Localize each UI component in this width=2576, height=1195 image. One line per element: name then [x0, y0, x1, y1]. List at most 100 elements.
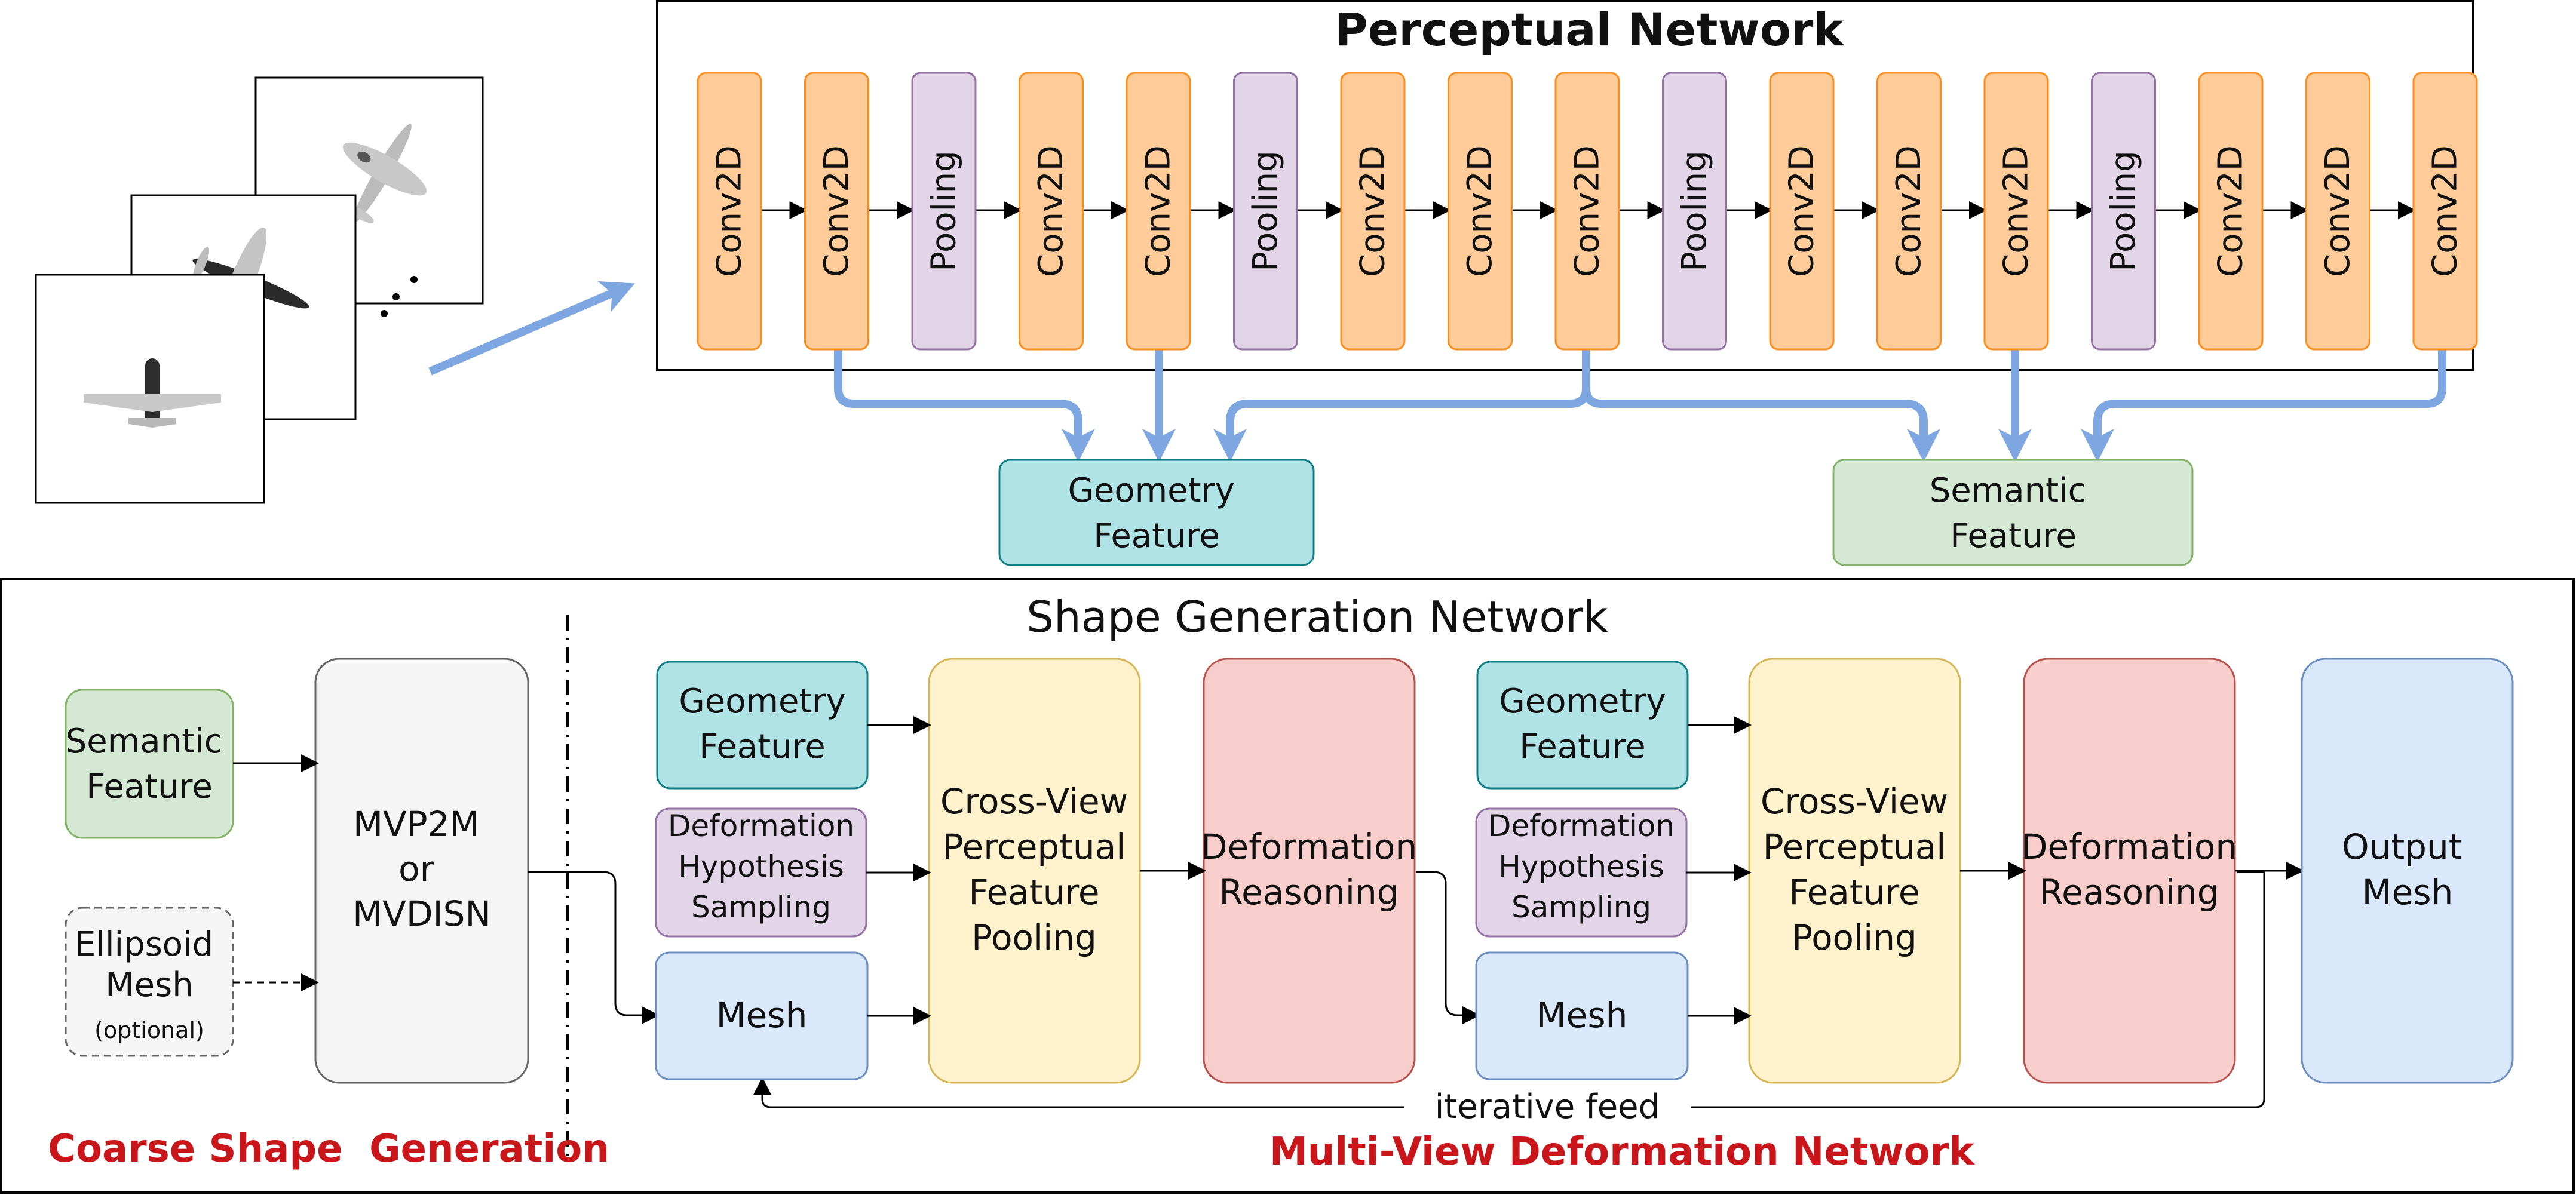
iterative-feed-label: iterative feed [1435, 1088, 1660, 1126]
mesh-label: Mesh [716, 995, 808, 1036]
semantic-feature-label: Semantic [1930, 471, 2087, 510]
conv2d-layer: Conv2D [2305, 72, 2370, 351]
hypothesis-sampling-label: Sampling [1511, 890, 1651, 924]
mesh-label: Mesh [1537, 995, 1628, 1036]
pooling-layer: Pooling [2091, 72, 2156, 351]
semantic-feature-input: Semantic Feature [65, 689, 234, 839]
svg-text:Geometry Feature: Geometry Feature [1068, 471, 1245, 555]
layer-label: Pooling [1246, 150, 1285, 271]
pooling-layer: Pooling [911, 72, 977, 351]
perceptual-network-title: Perceptual Network [1335, 3, 1844, 56]
svg-text:MVP2M or MVDIS: MVP2M or MVDISN [352, 804, 491, 934]
layer-label: Pooling [925, 150, 964, 271]
conv2d-layer: Conv2D [1019, 72, 1084, 351]
conv2d-layer: Conv2D [1983, 72, 2049, 351]
layer-label: Conv2D [2319, 145, 2357, 277]
output-mesh: Output Mesh [2301, 658, 2514, 1084]
shape-generation-title: Shape Generation Network [1026, 592, 1608, 642]
semantic-feature-label: Feature [86, 767, 213, 806]
semantic-feature-output: Semantic Feature [1832, 459, 2194, 566]
conv2d-layer: Conv2D [804, 72, 869, 351]
conv2d-layer: Conv2D [1126, 72, 1191, 351]
conv2d-layer: Conv2D [697, 72, 762, 351]
cross-view-pooling-label: Pooling [971, 917, 1097, 958]
layer-label: Conv2D [710, 145, 749, 277]
geometry-feature-label: Feature [1093, 517, 1220, 555]
input-arrow [428, 281, 635, 376]
layer-label: Pooling [1675, 150, 1714, 271]
cross-view-pooling-label: Feature [1789, 872, 1919, 913]
shape-generation-network: Shape Generation Network Semantic Featur… [0, 578, 2575, 1194]
geometry-feature-label: Geometry [679, 682, 845, 721]
svg-text:Semantic Feature: Semantic Feature [1930, 471, 2097, 555]
mvp2m-label: or [398, 849, 434, 889]
geometry-feature-output: Geometry Feature [998, 459, 1315, 566]
perceptual-layers: Conv2D Conv2D Pooling Conv2D Conv2D Pooling Co… [697, 72, 2478, 351]
ellipsoid-mesh-input: Ellipsoid Mesh (optional) [65, 907, 234, 1057]
optional-note: (optional) [94, 1017, 204, 1043]
arrow-mvp2m-to-mesh [528, 871, 660, 1024]
ellipsoid-mesh-label: Mesh [105, 966, 193, 1004]
coarse-shape-generation-label: Coarse Shape Generation [48, 1127, 609, 1171]
connector-conv13-to-semantic [2081, 349, 2446, 462]
layer-label: Pooling [2104, 150, 2143, 271]
layer-label: Conv2D [1139, 145, 1178, 277]
conv2d-layer: Conv2D [1769, 72, 1835, 351]
conv2d-layer: Conv2D [2198, 72, 2264, 351]
layer-label: Conv2D [1568, 145, 1607, 277]
output-mesh-label: Output [2342, 827, 2462, 867]
conv2d-layer: Conv2D [1340, 72, 1406, 351]
svg-text:Semantic Feature: Semantic Feature [66, 722, 233, 806]
input-views [35, 76, 635, 504]
semantic-feature-label: Feature [1950, 517, 2077, 555]
arrow-reasoning1-to-mesh2 [1416, 871, 1480, 1024]
more-views-dots [381, 276, 418, 317]
mesh-box: Mesh [655, 951, 869, 1080]
hypothesis-sampling-label: Hypothesis [1498, 849, 1664, 884]
cross-view-pooling-label: Feature [968, 872, 1099, 913]
mvp2m-block: MVP2M or MVDISN [314, 658, 529, 1084]
conv2d-layer: Conv2D [1876, 72, 1942, 351]
hypothesis-sampling-label: Deformation [668, 809, 854, 843]
cross-view-pooling-label: Cross-View [1761, 781, 1948, 822]
cross-view-pooling-label: Perceptual [943, 827, 1126, 867]
hypothesis-sampling-label: Sampling [691, 890, 831, 924]
deformation-reasoning-label: Reasoning [2039, 872, 2219, 913]
layer-label: Conv2D [817, 145, 856, 277]
output-mesh-label: Mesh [2362, 872, 2454, 913]
cross-view-pooling-label: Pooling [1792, 917, 1917, 958]
conv2d-layer: Conv2D [2412, 72, 2478, 351]
connector-conv7-to-semantic [1582, 388, 1940, 462]
semantic-feature-label: Semantic [66, 722, 223, 761]
cross-view-pooling-label: Perceptual [1763, 827, 1946, 867]
layer-label: Conv2D [1783, 145, 1821, 277]
deformation-reasoning-label: Deformation [2021, 827, 2237, 867]
iterative-feed-loop [762, 871, 2265, 1108]
geometry-feature-label: Feature [1519, 727, 1646, 766]
cross-view-pooling-label: Cross-View [940, 781, 1128, 822]
hypothesis-sampling-label: Hypothesis [678, 849, 844, 884]
mesh-box: Mesh [1475, 951, 1689, 1080]
hypothesis-sampling-label: Deformation [1488, 809, 1675, 843]
deformation-reasoning-label: Deformation [1201, 827, 1417, 867]
geometry-feature-label: Feature [699, 727, 826, 766]
conv2d-layer: Conv2D [1554, 72, 1620, 351]
layer-label: Conv2D [1354, 145, 1393, 277]
